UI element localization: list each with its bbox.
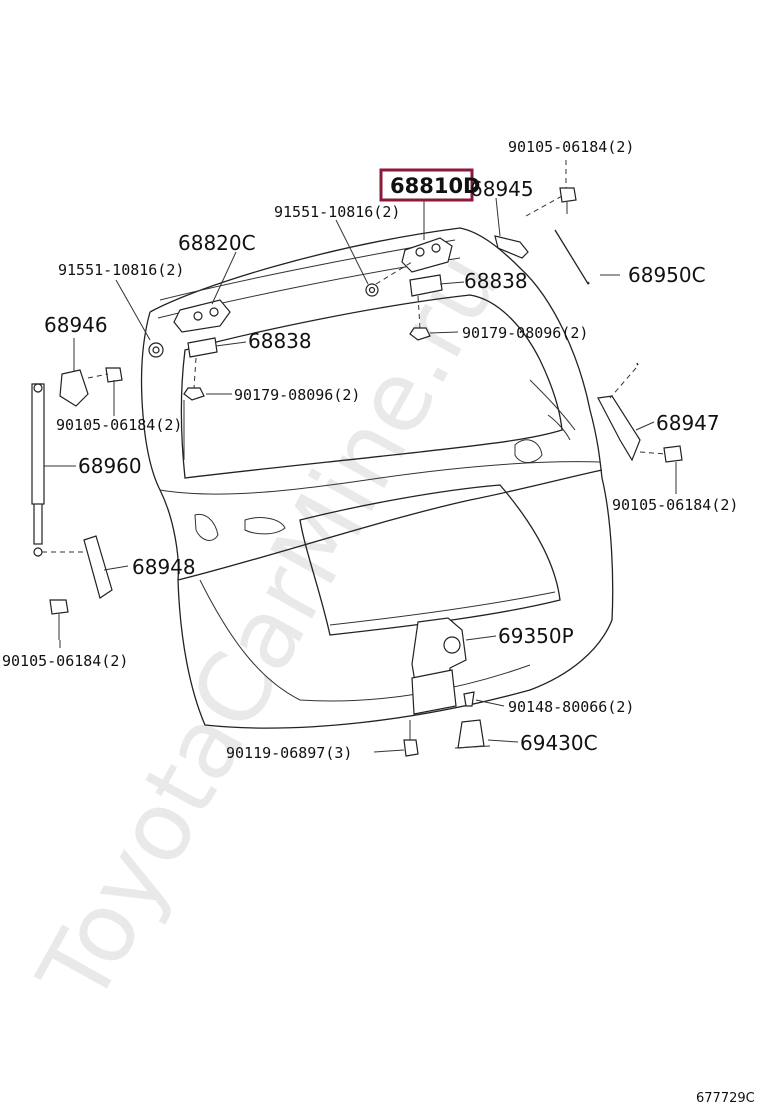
label-90179-left[interactable]: 90179-08096(2) xyxy=(234,386,360,404)
label-69350P[interactable]: 69350P xyxy=(498,624,574,648)
label-68950C[interactable]: 68950C xyxy=(628,263,706,287)
bracket-68948 xyxy=(83,535,113,599)
label-90105-bottom[interactable]: 90105-06184(2) xyxy=(2,652,128,670)
screw-90148 xyxy=(463,691,475,707)
hinge-68820C xyxy=(173,299,231,333)
bracket-68947 xyxy=(597,395,641,462)
label-90179-right[interactable]: 90179-08096(2) xyxy=(462,324,588,342)
leader-lines xyxy=(42,160,677,753)
label-68820C[interactable]: 68820C xyxy=(178,231,256,255)
hinge-68810D xyxy=(401,237,453,273)
label-90119[interactable]: 90119-06897(3) xyxy=(226,744,352,762)
label-68960[interactable]: 68960 xyxy=(78,454,142,478)
label-91551-left[interactable]: 91551-10816(2) xyxy=(58,261,184,279)
label-90148[interactable]: 90148-80066(2) xyxy=(508,698,634,716)
striker-69430C xyxy=(454,719,491,749)
label-68810D[interactable]: 68810D xyxy=(390,174,481,198)
label-68947[interactable]: 68947 xyxy=(656,411,720,435)
bracket-68946 xyxy=(59,369,89,407)
label-68945[interactable]: 68945 xyxy=(470,177,534,201)
damper-stay-68960 xyxy=(31,383,45,557)
damper-stay-68950C xyxy=(554,229,640,366)
label-68838-right[interactable]: 68838 xyxy=(464,269,528,293)
bolt-90105-left xyxy=(105,367,123,383)
bolt-90119 xyxy=(403,720,419,757)
bolt-90105-right xyxy=(663,445,683,463)
label-68838-left[interactable]: 68838 xyxy=(248,329,312,353)
bolt-91551-left xyxy=(148,342,164,358)
bracket-68945 xyxy=(494,235,529,259)
bolt-91551-top xyxy=(365,283,379,297)
label-90105-right[interactable]: 90105-06184(2) xyxy=(612,496,738,514)
lock-assembly-69350P xyxy=(411,617,467,715)
back-door-panel xyxy=(140,227,614,729)
label-68948[interactable]: 68948 xyxy=(132,555,196,579)
reference-code: 677729C xyxy=(696,1091,755,1106)
nut-90179-right xyxy=(409,327,431,341)
bolt-90105-bottom xyxy=(49,599,69,640)
label-68946[interactable]: 68946 xyxy=(44,313,108,337)
label-90105-top[interactable]: 90105-06184(2) xyxy=(508,138,634,156)
label-91551-top[interactable]: 91551-10816(2) xyxy=(274,203,400,221)
nut-90179-left xyxy=(183,387,205,401)
hinge-cover-68838-left xyxy=(187,337,218,358)
label-69430C[interactable]: 69430C xyxy=(520,731,598,755)
label-90105-left[interactable]: 90105-06184(2) xyxy=(56,416,182,434)
highlight-box xyxy=(379,168,474,202)
hinge-cover-68838-right xyxy=(409,274,443,297)
bolt-90105-top xyxy=(559,187,577,214)
